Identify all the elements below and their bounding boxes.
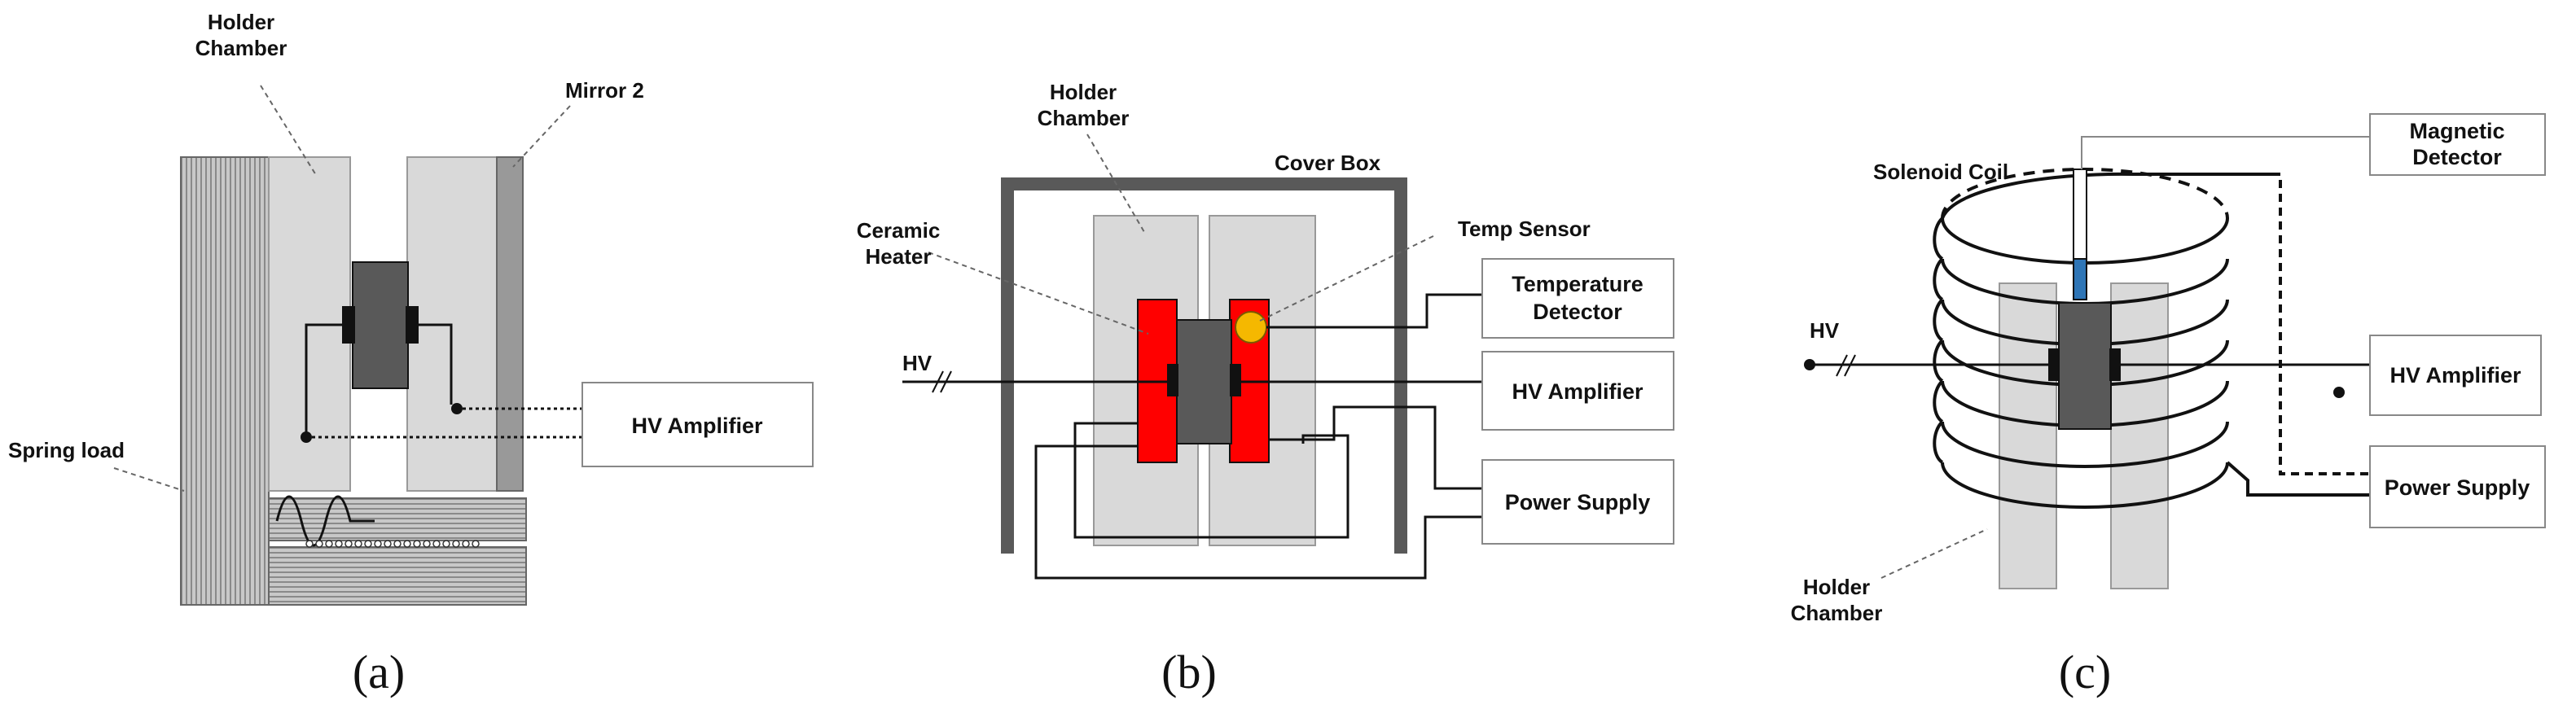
electrode-left-a [342,306,355,344]
electrode-right-b [1230,364,1241,396]
hv-break-c-2 [1844,354,1856,377]
power-loop-outer-b [1034,444,1482,580]
power-supply-label-b: Power Supply [1505,490,1651,514]
hv-amplifier-box-a [581,382,814,467]
power-supply-box-b [1481,459,1674,545]
temp-sensor-label: Temp Sensor [1458,217,1591,241]
holder-chamber-label-a-2: Chamber [195,36,287,60]
spring-load-body [180,156,270,606]
hv-amplifier-box-b [1481,351,1674,431]
terminal-a-right [451,403,463,414]
amp-terminal-c [2333,387,2345,398]
leader-holder-c [1880,528,1988,579]
electrode-right-c [2109,348,2121,381]
terminal-a-left [301,431,312,443]
hv-label-c: HV [1810,318,1840,343]
temperature-detector-label-1: Temperature [1512,272,1643,296]
holder-chamber-label-c: Holder [1803,575,1870,599]
magnetic-probe-tip [2073,258,2087,300]
power-loop-top-b [1269,405,1482,490]
electrode-left-b [1167,364,1178,396]
spring-icon [275,495,375,547]
magnetic-detector-box [2369,113,2546,176]
coil-lead-dashed-c [2272,173,2370,475]
mirror-2 [496,156,524,492]
holder-chamber-label-c-2: Chamber [1791,601,1883,625]
panel-a: HV Amplifier Holder Chamber Mirror 2 Spr… [8,10,814,698]
caption-a: (a) [353,646,405,698]
power-supply-box-c [2369,445,2546,528]
spring-load-label-a: Spring load [8,438,125,462]
temperature-detector-label-2: Detector [1533,300,1622,324]
hv-amplifier-box-c [2369,335,2542,416]
wire-a-right [419,323,453,405]
spring-track [268,497,527,541]
magnetic-detector-label-1: Magnetic [2409,119,2504,143]
mirror-label-a: Mirror 2 [565,78,644,103]
ceramic-heater-label-2: Heater [866,244,932,269]
cover-box [1001,177,1407,554]
temperature-detector-box [1481,258,1674,339]
sample-b [1176,319,1232,444]
wire-a-left [305,323,342,437]
hv-amplifier-label-b: HV Amplifier [1512,379,1643,404]
hv-break-b-1 [932,370,944,393]
leader-heater-b [928,252,1149,335]
temp-sensor-icon [1235,311,1267,344]
electrode-left-c [2048,348,2060,381]
power-supply-label-c: Power Supply [2385,475,2530,500]
power-loop-inner-b [1073,422,1349,539]
spring-circles [305,540,480,548]
hv-break-b-2 [940,370,952,393]
detector-lead-c [2081,136,2370,169]
electrode-right-a [406,306,419,344]
leader-holder-b [1086,134,1145,233]
spring-load-base [268,546,527,606]
holder-chamber-label-b-2: Chamber [1038,106,1130,130]
ceramic-heater-label-1: Ceramic [857,218,941,243]
panel-b: Temperature Detector HV Amplifier Power … [857,80,1674,698]
leader-spring-a [113,467,185,492]
sample-a [352,261,409,389]
leader-sensor-b [1257,235,1434,322]
sensor-line-b [1266,293,1482,329]
panel-c: Magnetic Detector HV Amplifier Power Sup… [1791,113,2546,698]
caption-c: (c) [2059,646,2111,698]
holder-chamber-right-c [2110,282,2169,589]
sample-c [2058,302,2112,430]
solenoid-coil-label: Solenoid Coil [1873,160,2008,184]
hv-break-c-1 [1836,354,1848,377]
holder-chamber-left-c [1999,282,2057,589]
coil-lead-bottom-c [2226,461,2370,497]
holder-chamber-label-a: Holder [208,10,274,34]
hv-amplifier-label-a: HV Amplifier [631,414,763,438]
hv-label-b: HV [902,351,933,375]
magnetic-detector-label-2: Detector [2412,145,2502,169]
hv-amplifier-label-c: HV Amplifier [2389,363,2521,387]
holder-chamber-label-b: Holder [1050,80,1117,104]
hv-terminal-c [1804,359,1815,370]
cover-box-label: Cover Box [1275,151,1381,175]
caption-b: (b) [1161,646,1217,698]
